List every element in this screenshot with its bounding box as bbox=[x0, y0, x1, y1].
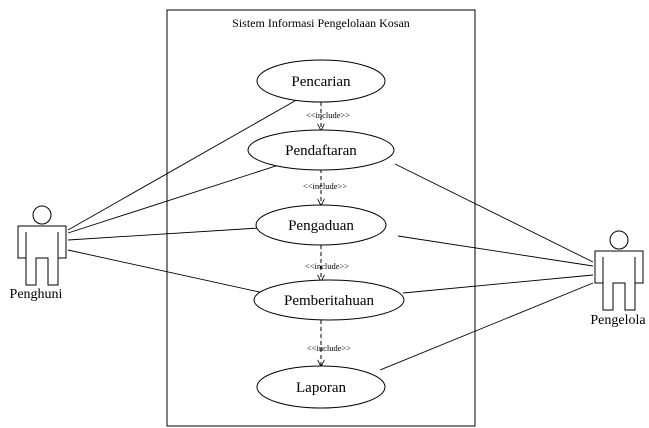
use-case-pencarian-label: Pencarian bbox=[291, 74, 351, 90]
actor-pengelola bbox=[594, 230, 644, 311]
association-pengelola-pendaftaran bbox=[394, 163, 594, 263]
association-penghuni-pencarian bbox=[67, 97, 301, 231]
use-case-pengaduan-label: Pengaduan bbox=[288, 218, 354, 234]
include-label-1: <<include>> bbox=[306, 110, 350, 120]
actor-pengelola-label: Pengelola bbox=[590, 313, 646, 328]
actor-penghuni-body bbox=[17, 225, 67, 286]
use-case-laporan-ellipse bbox=[256, 365, 386, 409]
use-case-pemberitahuan-ellipse bbox=[253, 279, 405, 321]
association-pengelola-pemberitahuan bbox=[402, 274, 594, 294]
include-label-3: <<include>> bbox=[305, 261, 349, 271]
association-pengelola-laporan bbox=[379, 282, 594, 371]
use-case-pengaduan-ellipse bbox=[255, 204, 387, 246]
actor-penghuni-label: Penghuni bbox=[10, 287, 63, 302]
use-case-pemberitahuan: Pemberitahuan bbox=[253, 279, 405, 321]
use-case-pendaftaran-ellipse bbox=[247, 129, 395, 171]
use-case-laporan-label: Laporan bbox=[296, 380, 346, 396]
association-penghuni-pemberitahuan bbox=[67, 249, 265, 294]
actor-penghuni bbox=[17, 205, 67, 286]
association-penghuni-pengaduan bbox=[67, 227, 260, 241]
actor-pengelola-body bbox=[594, 250, 644, 311]
use-case-pendaftaran-label: Pendaftaran bbox=[285, 143, 357, 159]
include-label-2: <<include>> bbox=[303, 181, 347, 191]
use-case-pencarian: Pencarian bbox=[256, 59, 386, 103]
include-relations: <<include>> <<include>> <<include>> <<in… bbox=[303, 102, 351, 366]
use-case-pencarian-ellipse bbox=[256, 59, 386, 103]
use-case-pendaftaran: Pendaftaran bbox=[247, 129, 395, 171]
use-case-pengaduan: Pengaduan bbox=[255, 204, 387, 246]
associations bbox=[67, 97, 594, 371]
association-penghuni-pendaftaran bbox=[67, 163, 283, 234]
association-pengelola-pengaduan bbox=[397, 235, 594, 267]
actor-penghuni-head bbox=[32, 205, 52, 225]
actor-pengelola-head bbox=[609, 230, 629, 250]
use-case-pemberitahuan-label: Pemberitahuan bbox=[284, 293, 374, 309]
include-label-4: <<include>> bbox=[307, 343, 351, 353]
use-case-laporan: Laporan bbox=[256, 365, 386, 409]
system-title: Sistem Informasi Pengelolaan Kosan bbox=[232, 16, 410, 30]
